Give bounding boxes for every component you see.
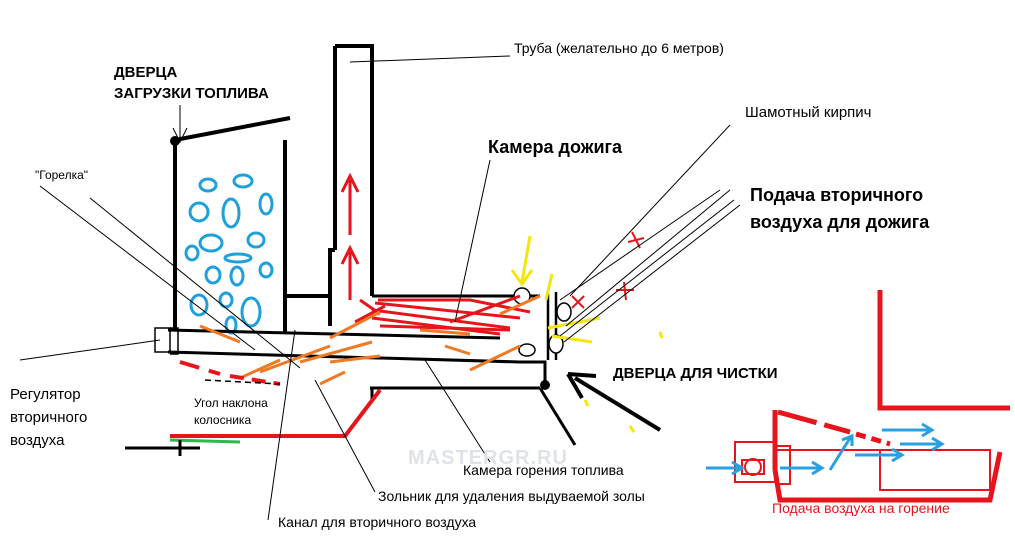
cleaning-door-label: ДВЕРЦА ДЛЯ ЧИСТКИ: [613, 365, 778, 382]
fuel-bunker: [173, 116, 330, 332]
fuel-pellets: [184, 173, 274, 335]
stand: [125, 440, 200, 456]
grate-line: [204, 379, 281, 385]
stove-body: [154, 294, 577, 446]
combustion-chamber-label: Камера горения топлива: [463, 462, 624, 478]
watermark: MASTERGR.RU: [408, 447, 568, 469]
regulator-label-line3: воздуха: [10, 432, 65, 449]
secondary-air-tubes: [559, 189, 741, 343]
afterburn-flames: [354, 294, 531, 336]
ember-streaks: [199, 294, 541, 386]
combustion-air-label: Подача воздуха на горение: [772, 500, 950, 516]
air-valves: [513, 287, 572, 357]
inset-diagram: [706, 290, 1010, 503]
grate-angle-label-line2: колосника: [194, 413, 252, 427]
fireclay-brick-label: Шамотный кирпич: [745, 104, 872, 121]
fuel-door-label-line2: ЗАГРУЗКИ ТОПЛИВА: [114, 85, 269, 102]
regulator-label-line2: вторичного: [10, 409, 88, 426]
label-leaders: [19, 55, 731, 521]
draft-arrows: [340, 172, 360, 300]
cleaning-door-arrow-icon: [566, 372, 662, 432]
fuel-door-hinge-icon: [170, 136, 180, 146]
ground-strip: [169, 438, 241, 444]
chimney-pipe: [328, 44, 374, 326]
burner-label: "Горелка": [35, 168, 89, 182]
afterburn-chamber-label: Камера дожига: [488, 137, 623, 157]
regulator-label-line1: Регулятор: [10, 386, 81, 403]
cleaning-door-hinge-icon: [540, 380, 550, 390]
grate-angle-label-line1: Угол наклона: [194, 396, 268, 410]
grate-bar: [179, 360, 281, 386]
fuel-door-label-line1: ДВЕРЦА: [114, 64, 178, 81]
ash-pan-label: Зольник для удаления выдуваемой золы: [378, 488, 645, 504]
pipe-label: Труба (желательно до 6 метров): [514, 40, 724, 56]
secondary-air-label-line1: Подача вторичного: [750, 185, 924, 205]
secondary-air-label-line2: воздуха для дожига: [750, 212, 930, 232]
secondary-channel-label: Канал для вторичного воздуха: [278, 514, 477, 530]
spark-marks: [510, 235, 664, 433]
